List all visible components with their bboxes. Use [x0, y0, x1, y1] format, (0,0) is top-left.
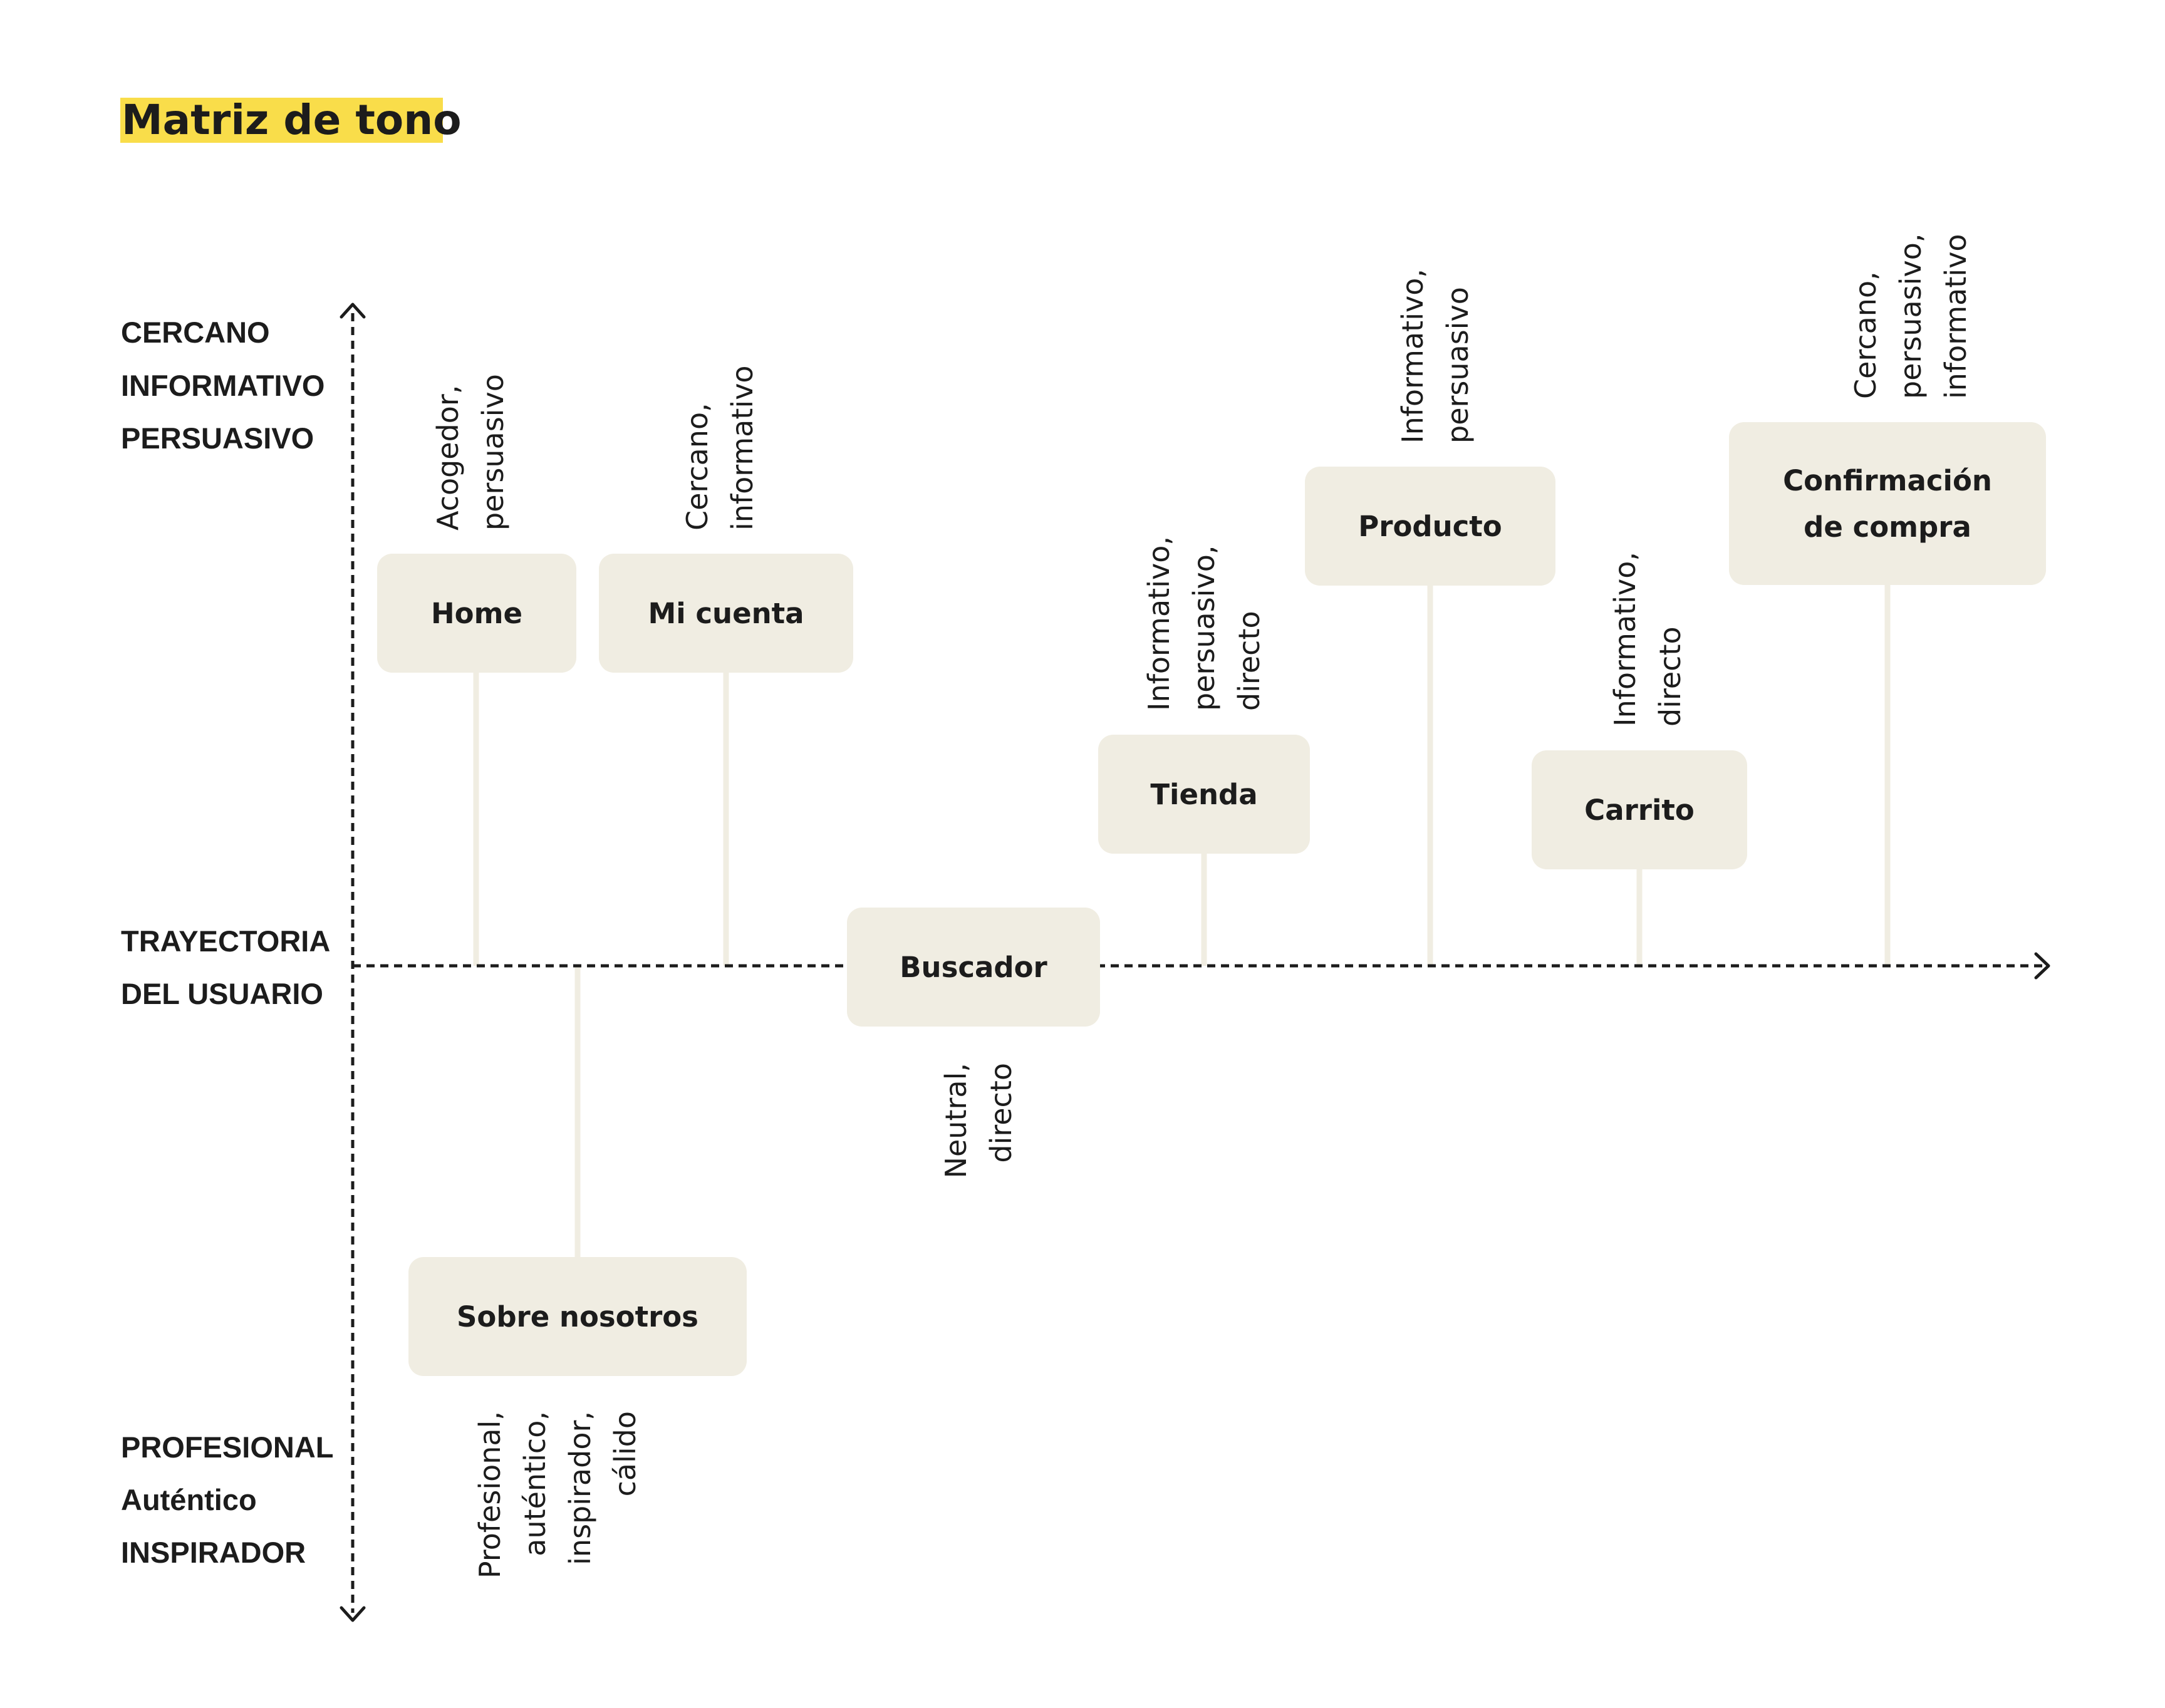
node-box-buscador — [847, 908, 1100, 1027]
node-confirmacion-de-compra: Confirmación de compra Cercano, persuasivo,… — [1729, 234, 2046, 585]
tone-label-home-line-1: Acogedor, — [431, 385, 465, 531]
tone-label-sobre-nosotros-line-2: auténtico, — [518, 1411, 552, 1556]
tone-label-buscador-line-2: directo — [984, 1063, 1018, 1163]
axis-label-top-line-1: CERCANO — [121, 316, 270, 349]
axis-label-bottom-line-3: INSPIRADOR — [121, 1536, 306, 1569]
tone-label-confirmacion-de-compra-line-3: informativo — [1939, 234, 1973, 399]
tone-label-tienda-line-3: directo — [1232, 611, 1266, 711]
tone-label-confirmacion-de-compra: Cercano, persuasivo, informativo — [1849, 234, 1973, 399]
tone-label-producto-line-1: Informativo, — [1396, 269, 1430, 443]
node-label-tienda: Tienda — [1150, 778, 1257, 811]
tone-label-mi-cuenta-line-2: informativo — [725, 365, 759, 531]
axis-label-middle: TRAYECTORIA DEL USUARIO — [121, 924, 330, 1010]
tone-label-carrito: Informativo, directo — [1608, 552, 1687, 727]
node-producto: Producto Informativo, persuasivo — [1305, 269, 1555, 586]
tone-label-tienda-line-1: Informativo, — [1142, 536, 1176, 711]
axis-label-bottom-line-1: PROFESIONAL — [121, 1431, 333, 1464]
node-box-sobre-nosotros — [408, 1257, 747, 1376]
connectors — [473, 585, 1891, 1257]
tone-label-carrito-line-2: directo — [1653, 626, 1687, 727]
tone-label-confirmacion-de-compra-line-2: persuasivo, — [1894, 234, 1928, 399]
tone-label-producto-line-2: persuasivo — [1441, 287, 1475, 443]
tone-label-home-line-2: persuasivo — [476, 374, 510, 531]
tone-label-sobre-nosotros-line-4: cálido — [608, 1411, 642, 1496]
node-label-producto: Producto — [1358, 510, 1502, 543]
tone-label-producto: Informativo, persuasivo — [1396, 269, 1475, 443]
node-home: Home Acogedor, persuasivo — [377, 374, 576, 673]
tone-label-buscador: Neutral, directo — [939, 1063, 1018, 1178]
vertical-axis-arrow-up — [340, 303, 366, 319]
tone-label-buscador-line-1: Neutral, — [939, 1063, 973, 1178]
node-label-confirmacion-de-compra-line-2: de compra — [1804, 510, 1971, 544]
node-carrito: Carrito Informativo, directo — [1532, 552, 1747, 869]
node-box-producto — [1305, 467, 1555, 586]
horizontal-axis-arrow — [2034, 952, 2050, 980]
tone-label-carrito-line-1: Informativo, — [1608, 552, 1642, 727]
node-tienda: Tienda Informativo, persuasivo, directo — [1098, 536, 1310, 854]
axis-label-bottom: PROFESIONAL Auténtico INSPIRADOR — [121, 1431, 333, 1569]
axis-label-middle-line-2: DEL USUARIO — [121, 977, 323, 1010]
title-highlight — [120, 98, 443, 143]
node-label-confirmacion-de-compra-line-1: Confirmación — [1783, 464, 1992, 497]
vertical-axis-arrow-down — [340, 1606, 366, 1622]
node-box-mi-cuenta — [599, 554, 853, 673]
axis-label-top: CERCANO INFORMATIVO PERSUASIVO — [121, 316, 325, 455]
tone-label-sobre-nosotros-line-1: Profesional, — [473, 1411, 507, 1578]
node-label-mi-cuenta: Mi cuenta — [648, 597, 804, 630]
node-mi-cuenta: Mi cuenta Cercano, informativo — [599, 365, 853, 673]
axis-label-top-line-2: INFORMATIVO — [121, 369, 325, 402]
tone-label-sobre-nosotros-line-3: inspirador, — [563, 1411, 597, 1565]
axis-label-bottom-line-2: Auténtico — [121, 1483, 257, 1516]
page-title: Matriz de tono — [122, 96, 462, 144]
node-label-sobre-nosotros: Sobre nosotros — [457, 1300, 698, 1333]
tone-label-confirmacion-de-compra-line-1: Cercano, — [1849, 271, 1882, 399]
axis-label-top-line-3: PERSUASIVO — [121, 422, 314, 455]
tone-label-sobre-nosotros: Profesional, auténtico, inspirador, cálido — [473, 1411, 642, 1578]
node-box-confirmacion-de-compra — [1729, 422, 2046, 585]
node-label-buscador: Buscador — [900, 951, 1047, 984]
node-box-carrito — [1532, 750, 1747, 869]
axis-label-middle-line-1: TRAYECTORIA — [121, 924, 330, 958]
tone-label-mi-cuenta: Cercano, informativo — [680, 365, 759, 531]
node-label-carrito: Carrito — [1584, 794, 1695, 827]
node-box-tienda — [1098, 735, 1310, 854]
tone-label-tienda: Informativo, persuasivo, directo — [1142, 536, 1266, 711]
node-label-home: Home — [431, 597, 522, 630]
tone-label-mi-cuenta-line-1: Cercano, — [680, 403, 714, 531]
node-box-home — [377, 554, 576, 673]
tone-label-tienda-line-2: persuasivo, — [1187, 546, 1221, 711]
nodes: Home Acogedor, persuasivo Mi cuenta Cercano,… — [377, 234, 2046, 1578]
tone-label-home: Acogedor, persuasivo — [431, 374, 510, 531]
